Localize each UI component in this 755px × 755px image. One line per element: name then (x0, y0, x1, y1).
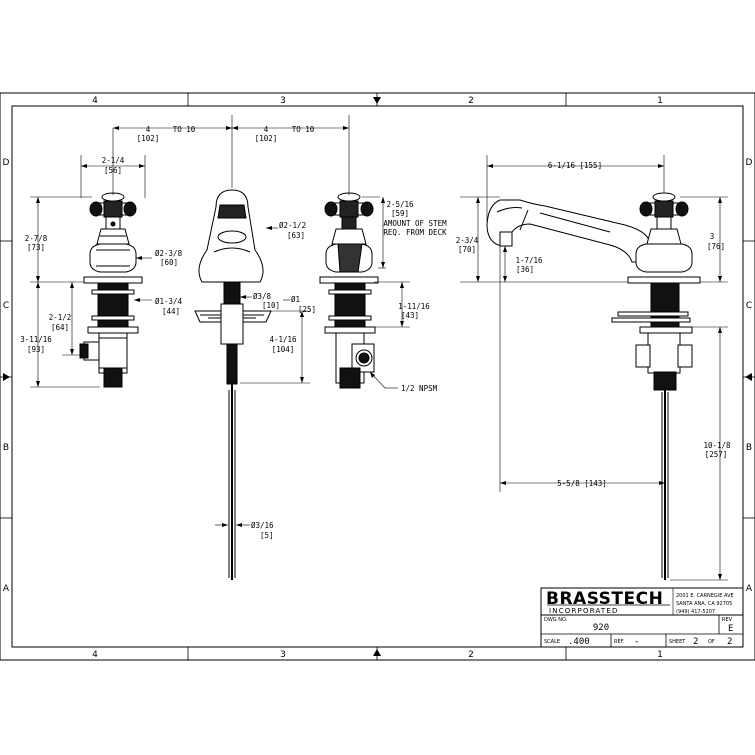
dim-1-11-16: 1-11/16 (398, 302, 430, 311)
dim-4-left-mm: [102] (137, 134, 160, 143)
zone-left-C: C (3, 301, 9, 311)
dim-dia-2-1-2-mm: [63] (287, 231, 305, 240)
dim-3-11-16: 3-11/16 (20, 335, 52, 344)
dimension-arrows (36, 126, 722, 580)
of-label: OF (708, 639, 715, 645)
dim-3-mm: [76] (707, 242, 725, 251)
dim-2-7-8-mm: [73] (27, 243, 45, 252)
rev-value: E (728, 624, 733, 634)
handle-valve-left-view (79, 192, 143, 388)
dim-2-3-4: 2-3/4 (456, 236, 479, 245)
dim-2-3-4-mm: [70] (458, 245, 476, 254)
sheet-value: 2 (693, 637, 698, 647)
dim-to10-right: TO 10 (292, 125, 315, 134)
zone-bottom-4: 4 (92, 650, 98, 660)
zone-top-3: 3 (280, 96, 286, 106)
address-line-2: SANTA ANA, CA 92705 (676, 601, 732, 607)
zone-left-D: D (3, 158, 10, 168)
sheet-label: SHEET (669, 639, 686, 645)
dim-dia-3-8: Ø3/8 (253, 292, 272, 301)
ref-value: - (634, 637, 639, 647)
outer-border (0, 92, 755, 661)
center-marks (3, 97, 752, 656)
dim-2-1-2-mm: [64] (51, 323, 69, 332)
dim-dia-3-16-mm: [5] (260, 531, 274, 540)
zone-top-1: 1 (657, 96, 663, 106)
dim-2-1-4-mm: [56] (104, 166, 122, 175)
dimension-lines (30, 115, 728, 581)
brand-subtitle: INCORPORATED (549, 607, 619, 615)
dim-dia-2-3-8: Ø2-3/8 (155, 249, 183, 258)
dim-1-7-16-mm: [36] (516, 265, 534, 274)
dim-3: 3 (710, 232, 715, 241)
zone-bottom-1: 1 (657, 650, 663, 660)
dim-10-1-8: 10-1/8 (703, 441, 731, 450)
dim-2-5-16-mm: [59] (391, 209, 409, 218)
dim-to10-left: TO 10 (173, 125, 196, 134)
dim-dia-2-1-2: Ø2-1/2 (279, 221, 306, 230)
dim-4-1-16: 4-1/16 (269, 335, 297, 344)
dim-2-1-4: 2-1/4 (102, 156, 125, 165)
dim-4-right-mm: [102] (255, 134, 278, 143)
zone-right-C: C (746, 301, 752, 311)
dim-stem-note-2: REQ. FROM DECK (383, 228, 447, 237)
dim-1-7-16: 1-7/16 (515, 256, 543, 265)
spout-front-view (194, 189, 272, 580)
brand-name: BRASSTECH (546, 589, 663, 609)
dim-5-5-8: 5-5/8 [143] (557, 479, 607, 488)
dim-6-1-16: 6-1/16 [155] (548, 161, 602, 170)
dim-dia-3-16: Ø3/16 (251, 521, 274, 530)
zone-right-D: D (746, 158, 753, 168)
dwg-no-value: 920 (593, 623, 609, 633)
dim-dia-3-8-mm: [10] (262, 301, 280, 310)
rev-label: REV (722, 617, 733, 623)
dim-4-right: 4 (264, 125, 269, 134)
dim-4-left: 4 (146, 125, 151, 134)
dim-3-11-16-mm: [93] (27, 345, 45, 354)
ref-label: REF. (614, 639, 625, 645)
dim-2-5-16: 2-5/16 (386, 200, 414, 209)
zone-top-4: 4 (92, 96, 98, 106)
zone-right-B: B (746, 443, 752, 453)
scale-value: .400 (568, 637, 590, 647)
dim-dia-1: Ø1 (291, 295, 300, 304)
dim-1-11-16-mm: [43] (401, 311, 419, 320)
dim-10-1-8-mm: [257] (705, 450, 728, 459)
dim-stem-note-1: AMOUNT OF STEM (383, 219, 447, 228)
address-line-1: 2001 E. CARNEGIE AVE (676, 593, 734, 599)
dim-dia-1-3-4-mm: [44] (162, 307, 180, 316)
dim-dia-2-3-8-mm: [60] (160, 258, 178, 267)
dim-npsm: 1/2 NPSM (401, 384, 438, 393)
title-block: BRASSTECH INCORPORATED 2001 E. CARNEGIE … (540, 587, 744, 648)
inner-border (11, 105, 744, 648)
dim-dia-1-mm: [25] (298, 305, 316, 314)
dim-dia-1-3-4: Ø1-3/4 (155, 297, 183, 306)
zone-bottom-3: 3 (280, 650, 286, 660)
scale-label: SCALE (544, 639, 560, 645)
dim-2-7-8: 2-7/8 (25, 234, 48, 243)
handle-valve-section-view (319, 192, 379, 389)
address-line-3: (949) 417-5207 (676, 609, 715, 615)
dim-4-1-16-mm: [104] (272, 345, 295, 354)
dwg-no-label: DWG NO. (544, 617, 568, 623)
zone-bottom-2: 2 (468, 650, 474, 660)
dim-2-1-2: 2-1/2 (49, 313, 72, 322)
zone-left-A: A (3, 584, 10, 594)
of-value: 2 (727, 637, 732, 647)
zone-left-B: B (3, 443, 9, 453)
zone-right-A: A (746, 584, 753, 594)
faucet-side-view (486, 192, 701, 580)
zone-top-2: 2 (468, 96, 474, 106)
